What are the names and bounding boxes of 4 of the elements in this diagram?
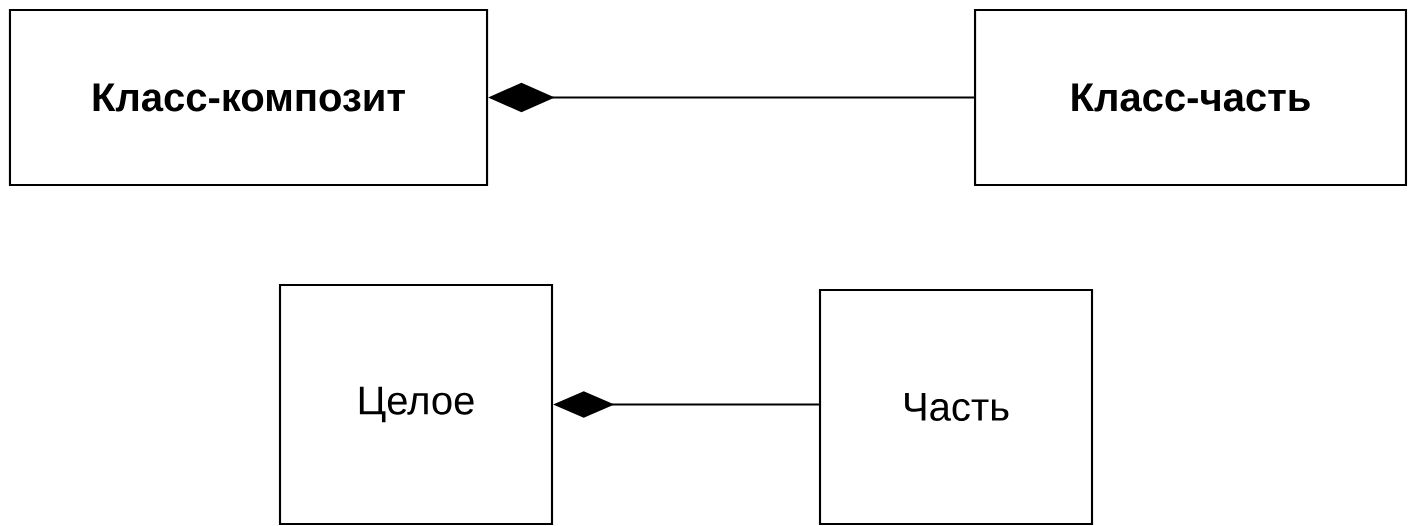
class-box: Класс-часть <box>973 8 1408 187</box>
class-box: Класс-композит <box>8 8 489 187</box>
class-box: Часть <box>818 288 1094 526</box>
class-box: Целое <box>278 283 554 526</box>
